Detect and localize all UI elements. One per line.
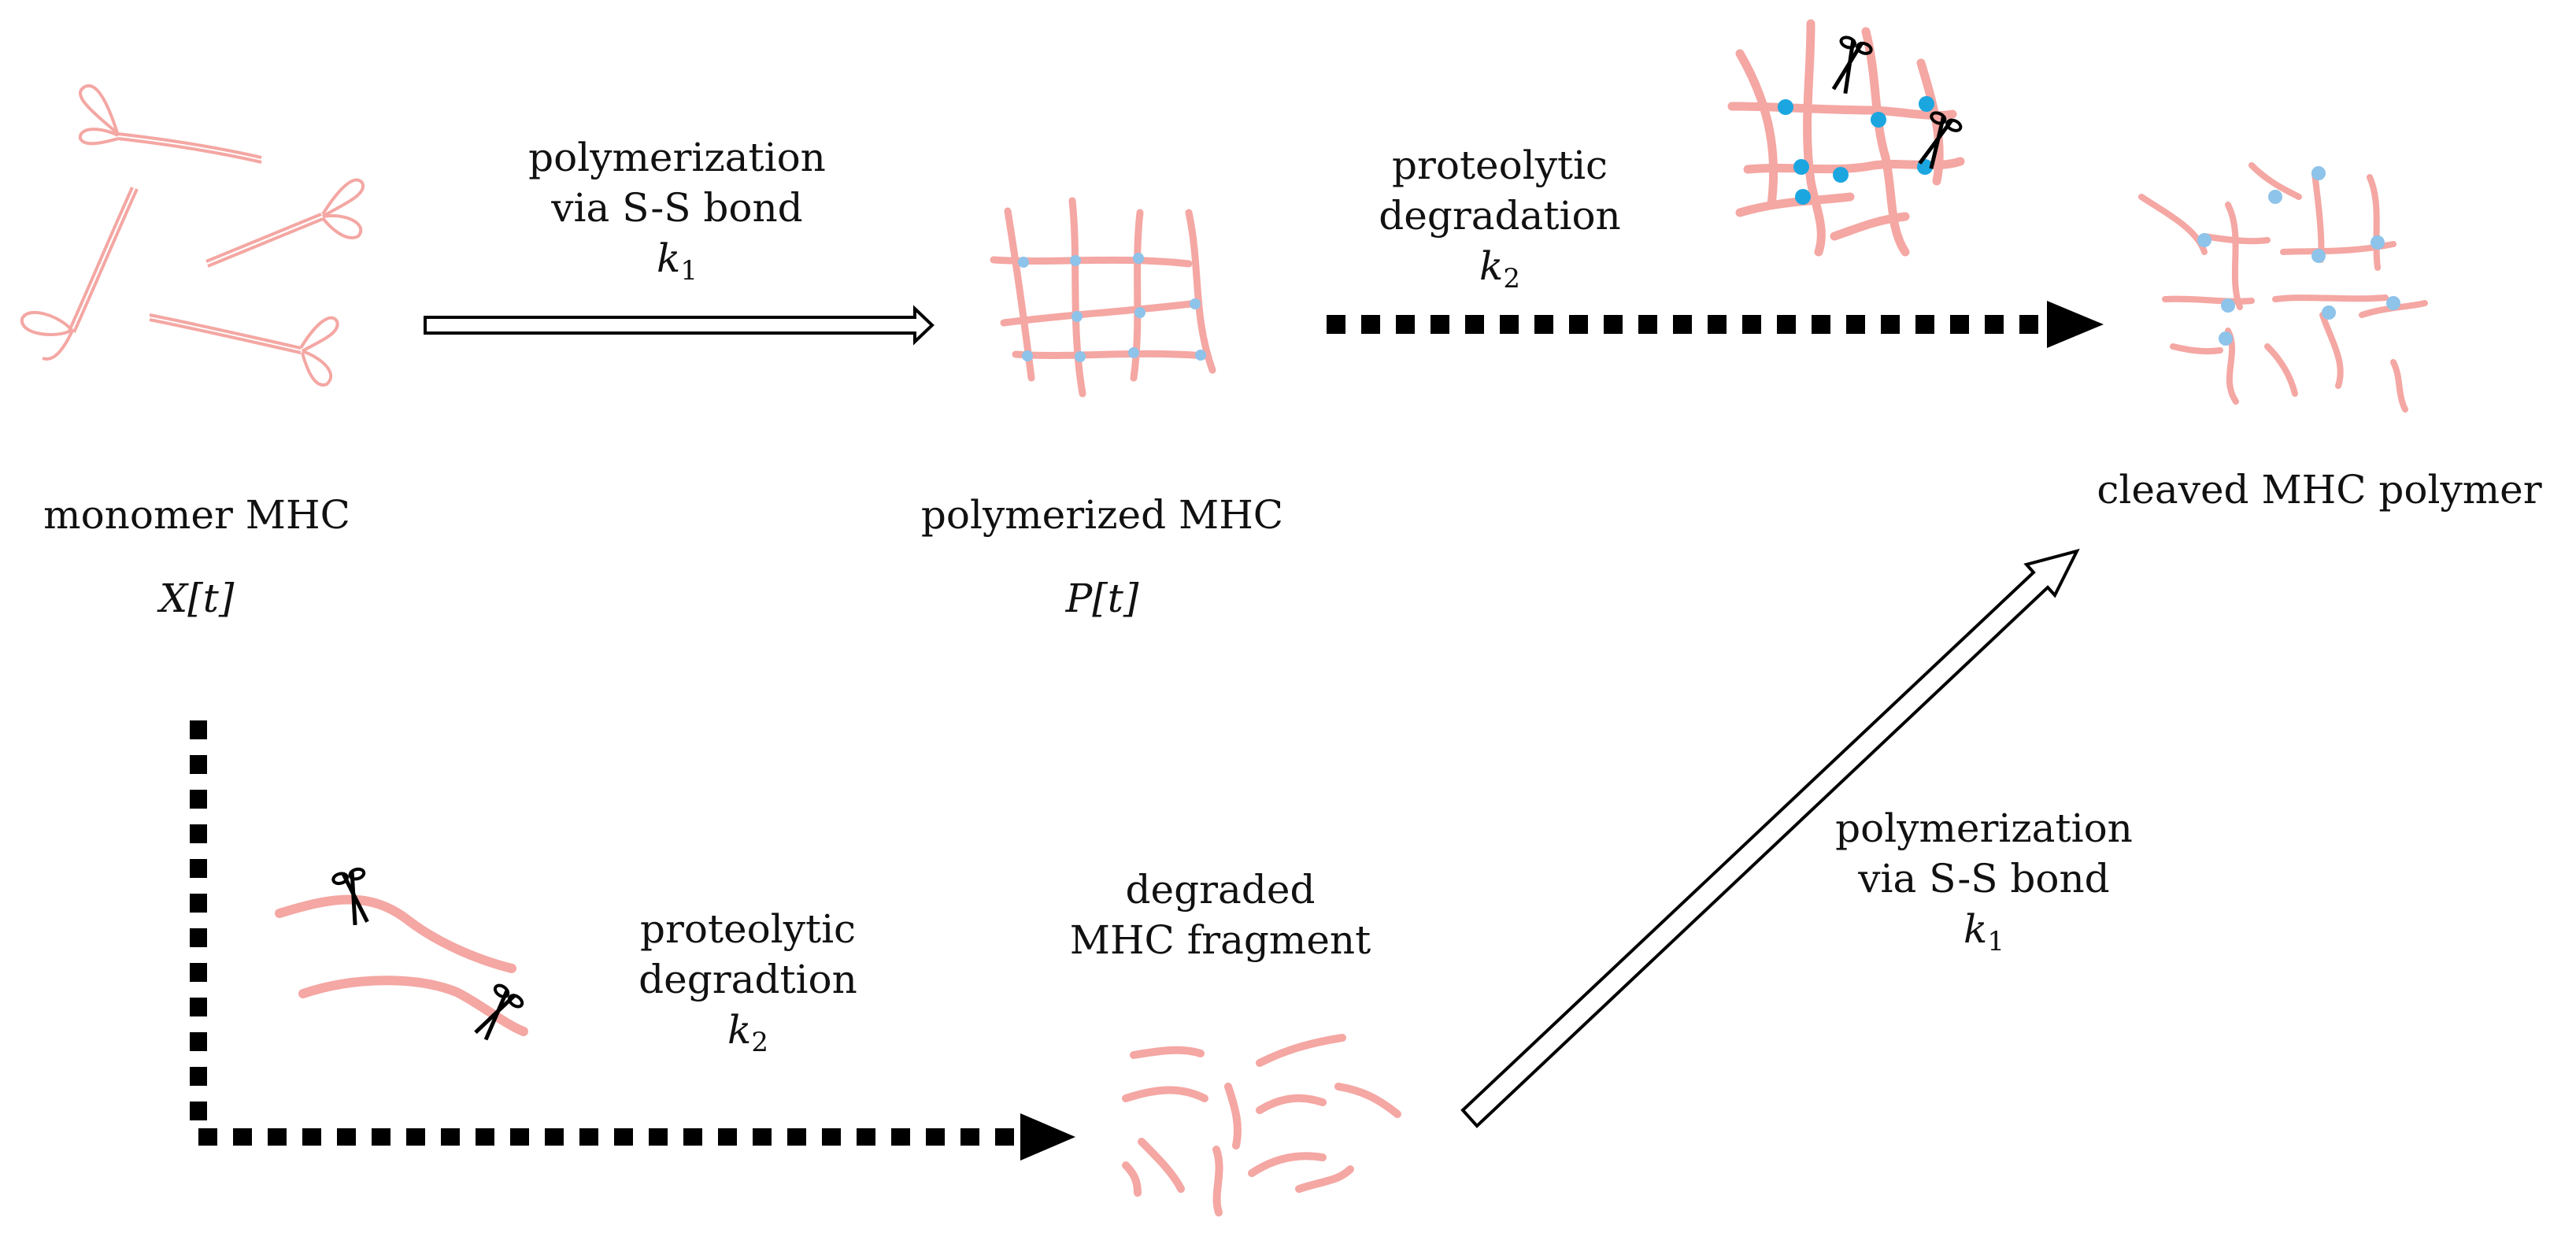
fragment-illustration <box>1122 1034 1401 1216</box>
arrow-polymer-to-cleaved <box>1327 301 2104 348</box>
arrow-monomer-to-fragment <box>190 720 1075 1161</box>
rate-k2-bottom: k2 <box>727 1007 768 1058</box>
monomer-strand-2 <box>20 187 139 361</box>
cleaved-polymer-illustration <box>2138 162 2428 413</box>
top-polymerization-label: polymerization via S-S bond k1 <box>480 132 874 296</box>
rate-k1-diagonal: k1 <box>1963 906 2004 957</box>
monomer-strand-4 <box>149 313 339 387</box>
top-degradation-label: proteolytic degradation k2 <box>1323 140 1677 304</box>
bottom-degradation-label: proteolytic degradtion k2 <box>551 904 945 1068</box>
cleaved-label: cleaved MHC polymer <box>2097 467 2542 513</box>
monomer-strand-3 <box>205 178 365 268</box>
cleaving-network-illustration <box>1727 19 1965 257</box>
fragment-label: degraded MHC fragment <box>1069 867 1371 963</box>
polymerized-mhc-illustration <box>990 197 1216 398</box>
polymerized-label: polymerized MHC <box>920 492 1284 538</box>
monomer-mhc-illustration <box>20 83 365 387</box>
rate-k2: k2 <box>1479 243 1520 294</box>
polymerized-variable: P[t] <box>1065 576 1139 621</box>
diagonal-polymerization-label: polymerization via S-S bond k1 <box>1787 803 2181 967</box>
polymerized-symbol: P[t] <box>984 573 1220 624</box>
arrow-fragment-to-cleaved <box>1460 548 2080 1128</box>
scissors-icon <box>468 983 524 1046</box>
arrow-monomer-to-polymer <box>424 305 935 346</box>
monomer-label: monomer MHC <box>43 492 350 538</box>
monomer-variable: X[t] <box>159 576 235 621</box>
monomer-symbol: X[t] <box>79 573 315 624</box>
scissors-icon <box>1825 35 1873 97</box>
monomer-strand-1 <box>78 83 262 164</box>
rate-k1: k1 <box>657 235 698 287</box>
cutting-strands-illustration <box>275 868 528 1046</box>
